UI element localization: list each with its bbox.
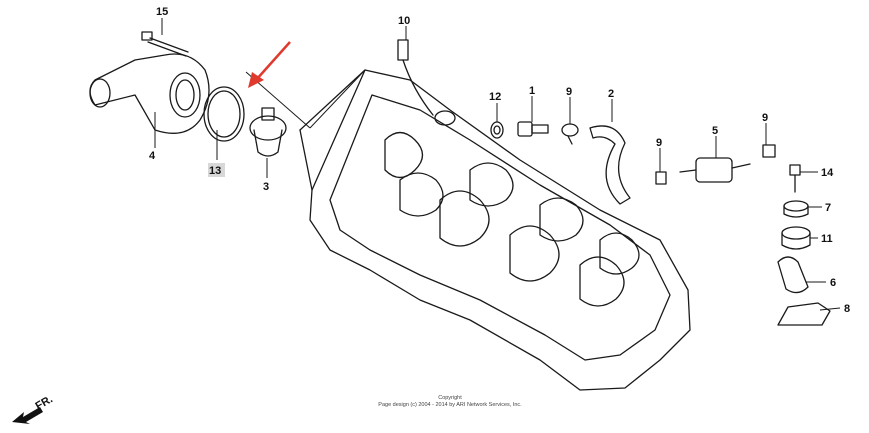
callout-9b: 9 (656, 137, 662, 149)
thermostat (249, 107, 287, 157)
water-outlet (89, 53, 210, 134)
filter (679, 157, 751, 183)
leader-lines (154, 18, 841, 311)
clamp-9c (762, 144, 776, 158)
bolt-15 (141, 31, 189, 57)
highlighted-callout-box (208, 163, 225, 177)
bracket-6 (777, 256, 809, 294)
hose (589, 125, 631, 205)
callout-1: 1 (529, 85, 535, 97)
fitting (517, 121, 549, 137)
callout-5: 5 (712, 125, 718, 137)
callout-9a: 9 (566, 86, 572, 98)
callout-11: 11 (821, 233, 833, 245)
stay (777, 302, 831, 326)
clamp-9a (561, 123, 579, 145)
clamp-9b (655, 171, 667, 185)
copyright-line-1: Copyright (438, 395, 462, 401)
callout-4: 4 (149, 150, 156, 162)
pointer-arrow (248, 41, 291, 88)
callout-13: 13 (209, 165, 221, 177)
callout-15: 15 (156, 6, 168, 18)
callout-9c: 9 (762, 112, 768, 124)
callout-7: 7 (825, 202, 831, 214)
callout-3: 3 (263, 181, 269, 193)
grommet (781, 226, 811, 250)
callout-8: 8 (844, 303, 850, 315)
collar (783, 200, 809, 218)
callout-2: 2 (608, 88, 614, 100)
washer (490, 121, 504, 139)
callout-12: 12 (489, 91, 501, 103)
callout-labels: 15 10 12 1 9 2 9 5 9 4 13 3 14 7 11 6 8 (149, 6, 850, 315)
sensor (397, 39, 456, 126)
callout-10: 10 (398, 15, 410, 27)
cylinder-head-cover (299, 69, 691, 391)
callout-6: 6 (830, 277, 836, 289)
callout-14: 14 (821, 167, 834, 179)
copyright-line-2: Page design (c) 2004 - 2014 by ARI Netwo… (378, 402, 522, 408)
front-direction-arrow: FR. (12, 394, 55, 424)
bolt-14 (789, 164, 801, 193)
o-ring (203, 86, 245, 142)
copyright-notice: Copyright Page design (c) 2004 - 2014 by… (300, 395, 600, 409)
